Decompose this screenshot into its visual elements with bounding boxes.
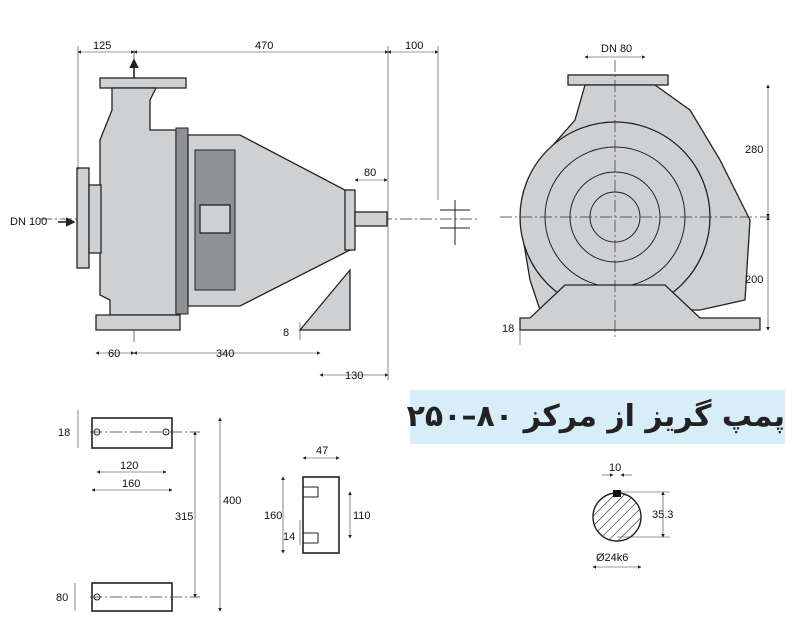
- dim-160-pad: 160: [264, 510, 282, 522]
- dim-10: 10: [609, 462, 621, 474]
- dim-340: 340: [216, 348, 234, 360]
- dim-35-3: 35.3: [652, 509, 673, 521]
- dim-80-plate: 80: [56, 592, 68, 604]
- side-view: 125 470 100 DN 100 80 8 60 340 130: [10, 40, 480, 382]
- dim-470: 470: [255, 40, 273, 52]
- dim-200: 200: [745, 274, 763, 286]
- dim-130: 130: [345, 370, 363, 382]
- shaft-section: 10 35.3 Ø24k6: [592, 462, 673, 569]
- dim-80: 80: [364, 167, 376, 179]
- label-dn80: DN 80: [601, 43, 632, 55]
- foot-plate-view: 18 120 160 400 315 80: [56, 410, 241, 612]
- label-dn100: DN 100: [10, 216, 47, 228]
- dim-14: 14: [283, 531, 295, 543]
- dim-315: 315: [175, 511, 193, 523]
- pad-view: 47 160 110 14: [264, 445, 371, 554]
- dim-110: 110: [353, 510, 371, 522]
- dim-120: 120: [120, 460, 138, 472]
- dim-18-plate: 18: [58, 427, 70, 439]
- dim-160: 160: [122, 478, 140, 490]
- dim-diameter: Ø24k6: [596, 552, 628, 564]
- dim-100: 100: [405, 40, 423, 52]
- dim-60: 60: [108, 348, 120, 360]
- dim-47: 47: [316, 445, 328, 457]
- dim-280: 280: [745, 144, 763, 156]
- dim-125: 125: [93, 40, 111, 52]
- dim-18: 18: [502, 323, 514, 335]
- pump-title: پمپ گریز از مرکز ۸۰–۲۵۰: [407, 390, 785, 444]
- front-view: DN 80 280 200 18: [500, 43, 770, 345]
- dim-8: 8: [283, 327, 289, 339]
- dim-400: 400: [223, 495, 241, 507]
